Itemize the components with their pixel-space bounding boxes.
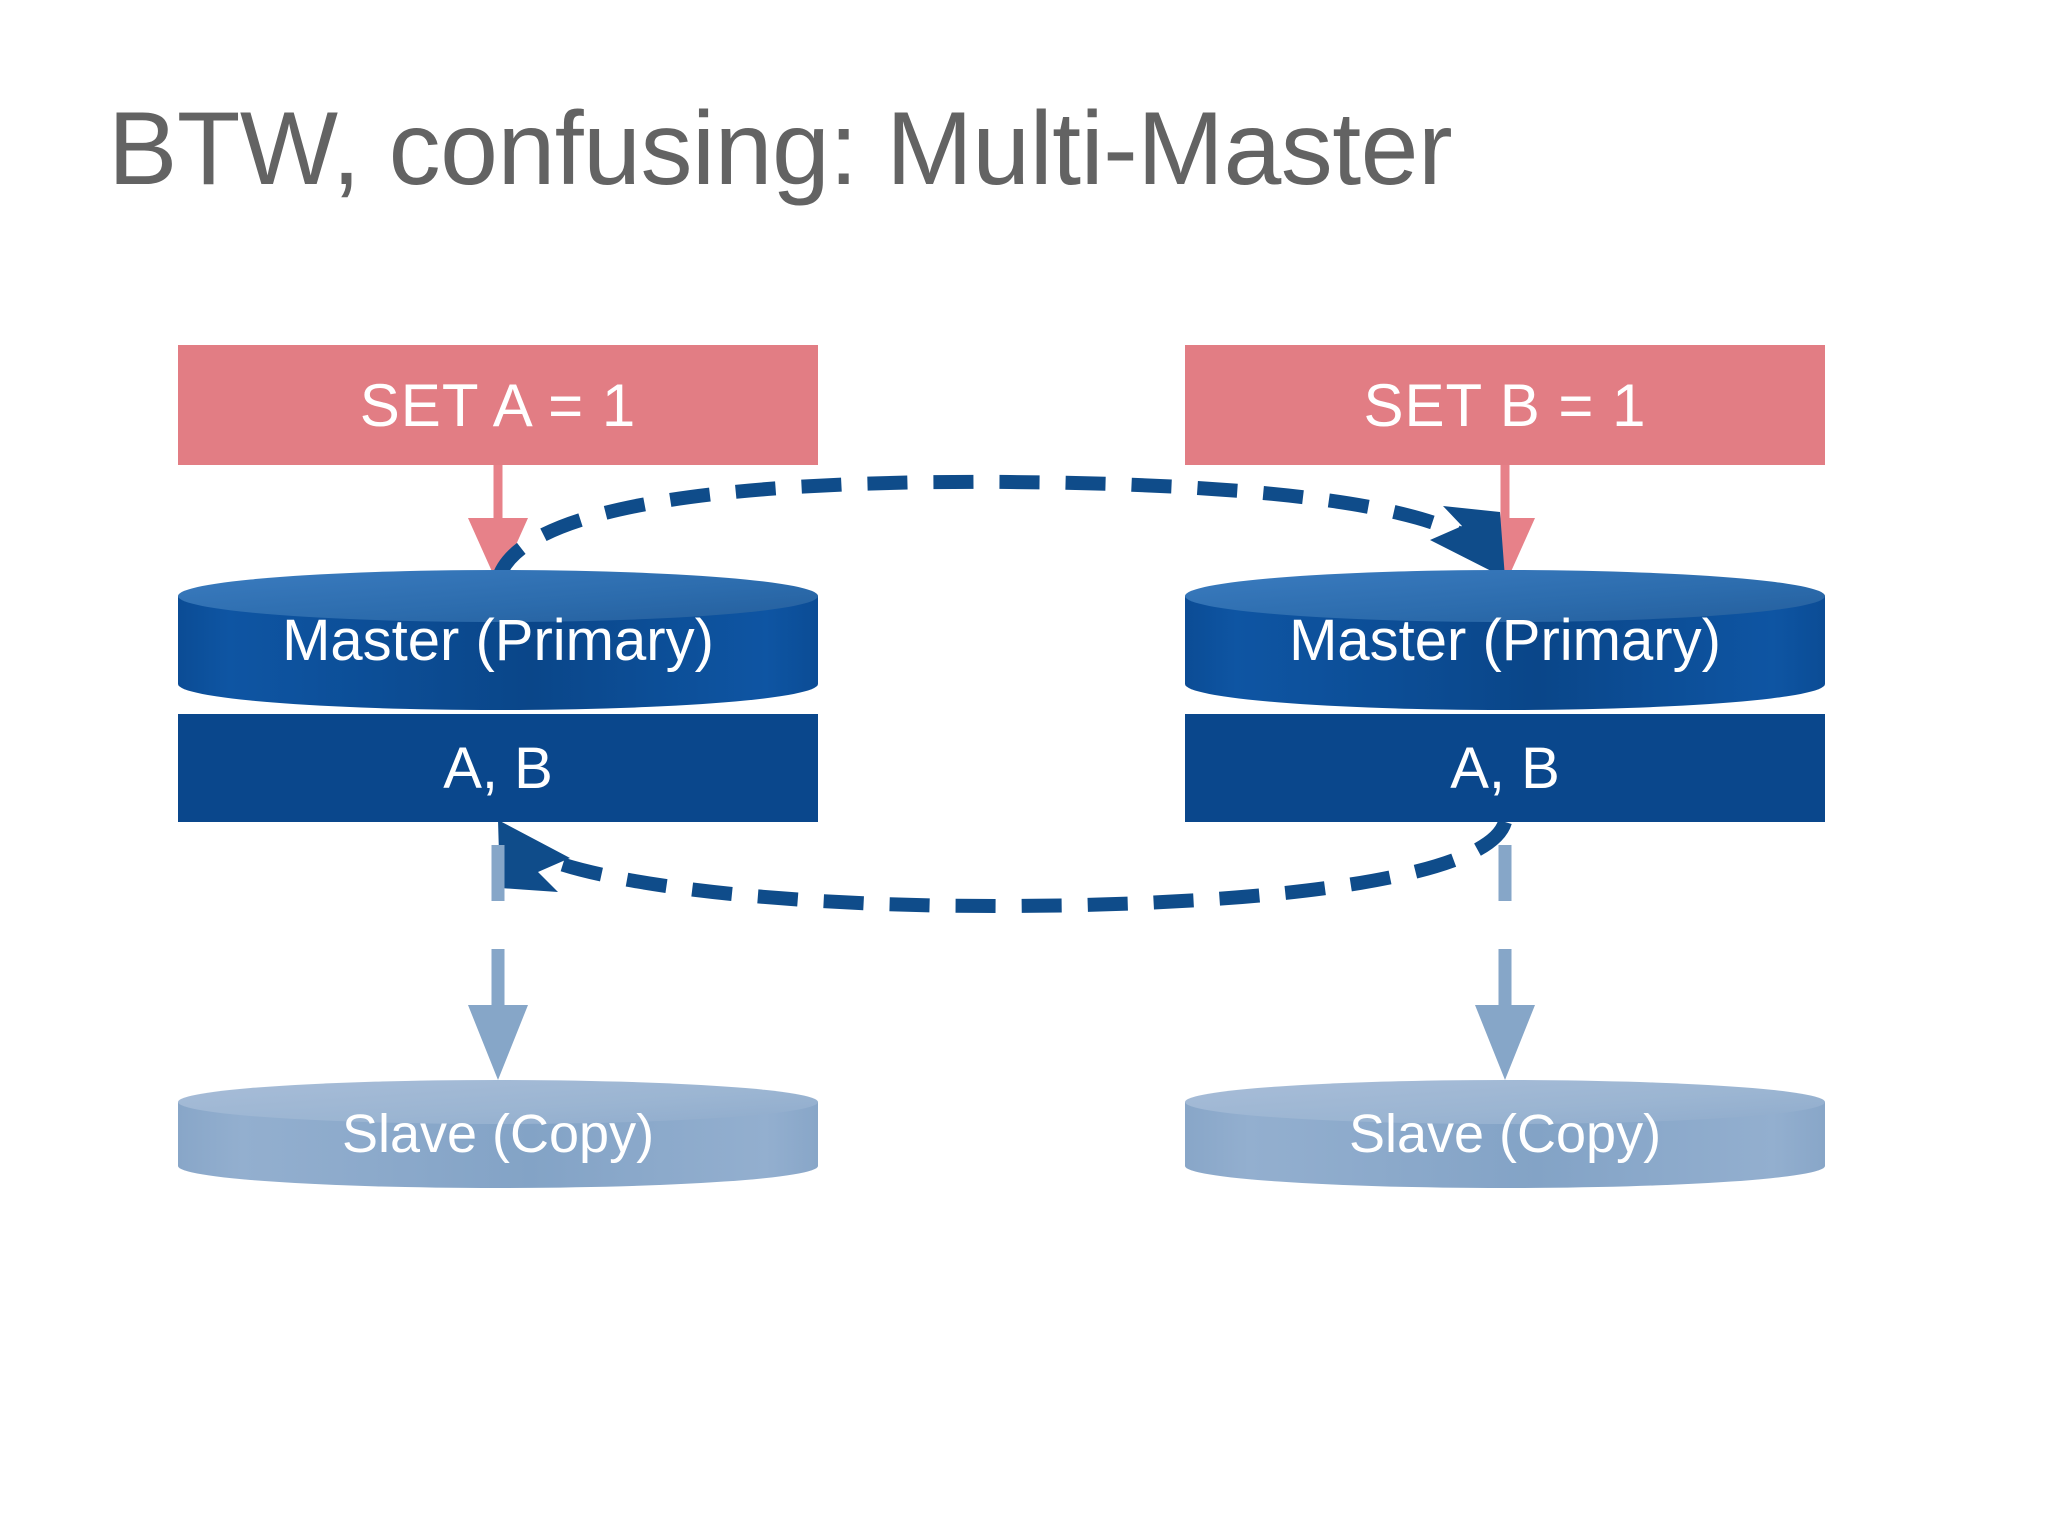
command-label: SET B = 1 (1363, 371, 1647, 439)
cylinder-shape-icon (1185, 570, 1825, 710)
master-database-right[interactable]: Master (Primary) (1185, 570, 1825, 710)
arrow-set-b-to-master-right (1475, 465, 1535, 585)
cylinder-shape-icon (178, 1080, 818, 1188)
master-data-right: A, B (1185, 714, 1825, 822)
cylinder-shape-icon (178, 570, 818, 710)
page-title: BTW, confusing: Multi-Master (108, 91, 1453, 207)
replication-arrow-left-to-right (491, 474, 1505, 583)
master-data-label: A, B (443, 735, 553, 801)
arrow-master-left-to-slave-left (468, 845, 528, 1080)
slave-label: Slave (Copy) (341, 1104, 655, 1164)
slave-database-right[interactable]: Slave (Copy) (1185, 1080, 1825, 1188)
command-label: SET A = 1 (359, 371, 637, 439)
arrow-set-a-to-master-left (468, 465, 528, 585)
slave-label: Slave (Copy) (1348, 1104, 1662, 1164)
arrow-master-right-to-slave-right (1475, 845, 1535, 1080)
master-data-left: A, B (178, 714, 818, 822)
master-database-left[interactable]: Master (Primary) (178, 570, 818, 710)
command-box-set-a[interactable]: SET A = 1 (178, 345, 818, 465)
master-label: Master (Primary) (1289, 607, 1721, 673)
command-box-set-b[interactable]: SET B = 1 (1185, 345, 1825, 465)
master-data-label: A, B (1450, 735, 1560, 801)
replication-arrow-right-to-left (498, 819, 1512, 914)
cylinder-shape-icon (1185, 1080, 1825, 1188)
master-label: Master (Primary) (282, 607, 714, 673)
slave-database-left[interactable]: Slave (Copy) (178, 1080, 818, 1188)
